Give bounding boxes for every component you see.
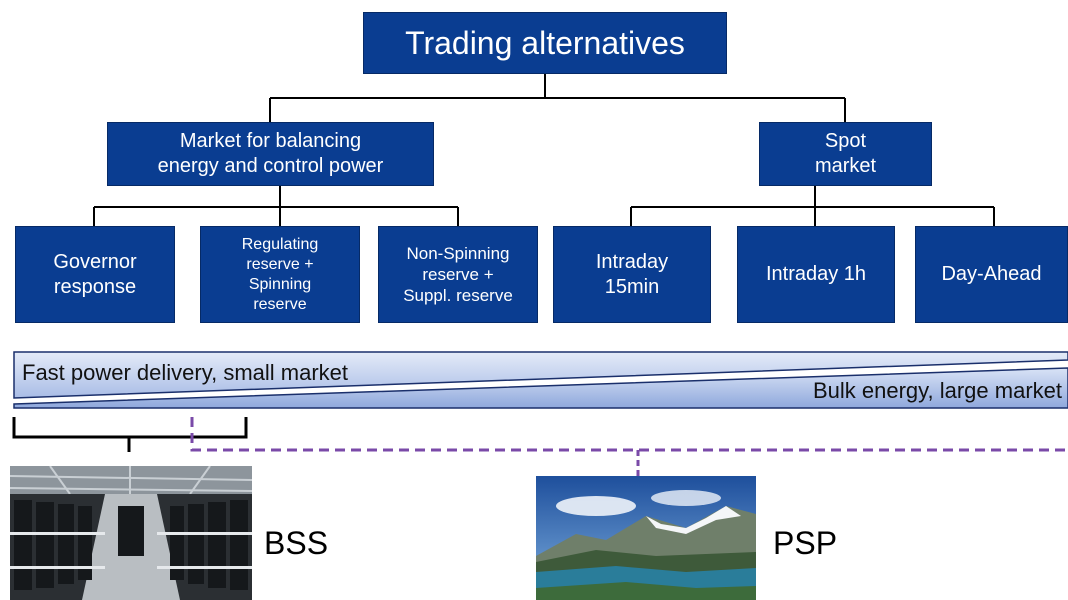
bss-label: BSS	[264, 525, 329, 561]
psp-label: PSP	[773, 525, 838, 561]
pumped-storage-photo	[536, 476, 756, 600]
bulk-energy-wedge	[13, 367, 1068, 409]
root-node: Trading alternatives	[363, 12, 727, 74]
bulk-energy-caption: Bulk energy, large market	[812, 378, 1062, 403]
fast-delivery-wedge	[13, 351, 1068, 399]
fast-delivery-caption: Fast power delivery, small market	[22, 360, 349, 385]
balancing-market-node: Market for balancing energy and control …	[107, 122, 434, 186]
intraday-15min-node: Intraday 15min	[553, 226, 711, 323]
bss-brace	[12, 417, 248, 452]
regulating-reserve-node: Regulating reserve + Spinning reserve	[200, 226, 360, 323]
spot-market-node: Spot market	[759, 122, 932, 186]
psp-dashed-connector	[190, 417, 1068, 452]
non-spinning-reserve-node: Non-Spinning reserve + Suppl. reserve	[378, 226, 538, 323]
battery-storage-photo	[10, 466, 252, 600]
governor-response-node: Governor response	[15, 226, 175, 323]
intraday-1h-node: Intraday 1h	[737, 226, 895, 323]
day-ahead-node: Day-Ahead	[915, 226, 1068, 323]
